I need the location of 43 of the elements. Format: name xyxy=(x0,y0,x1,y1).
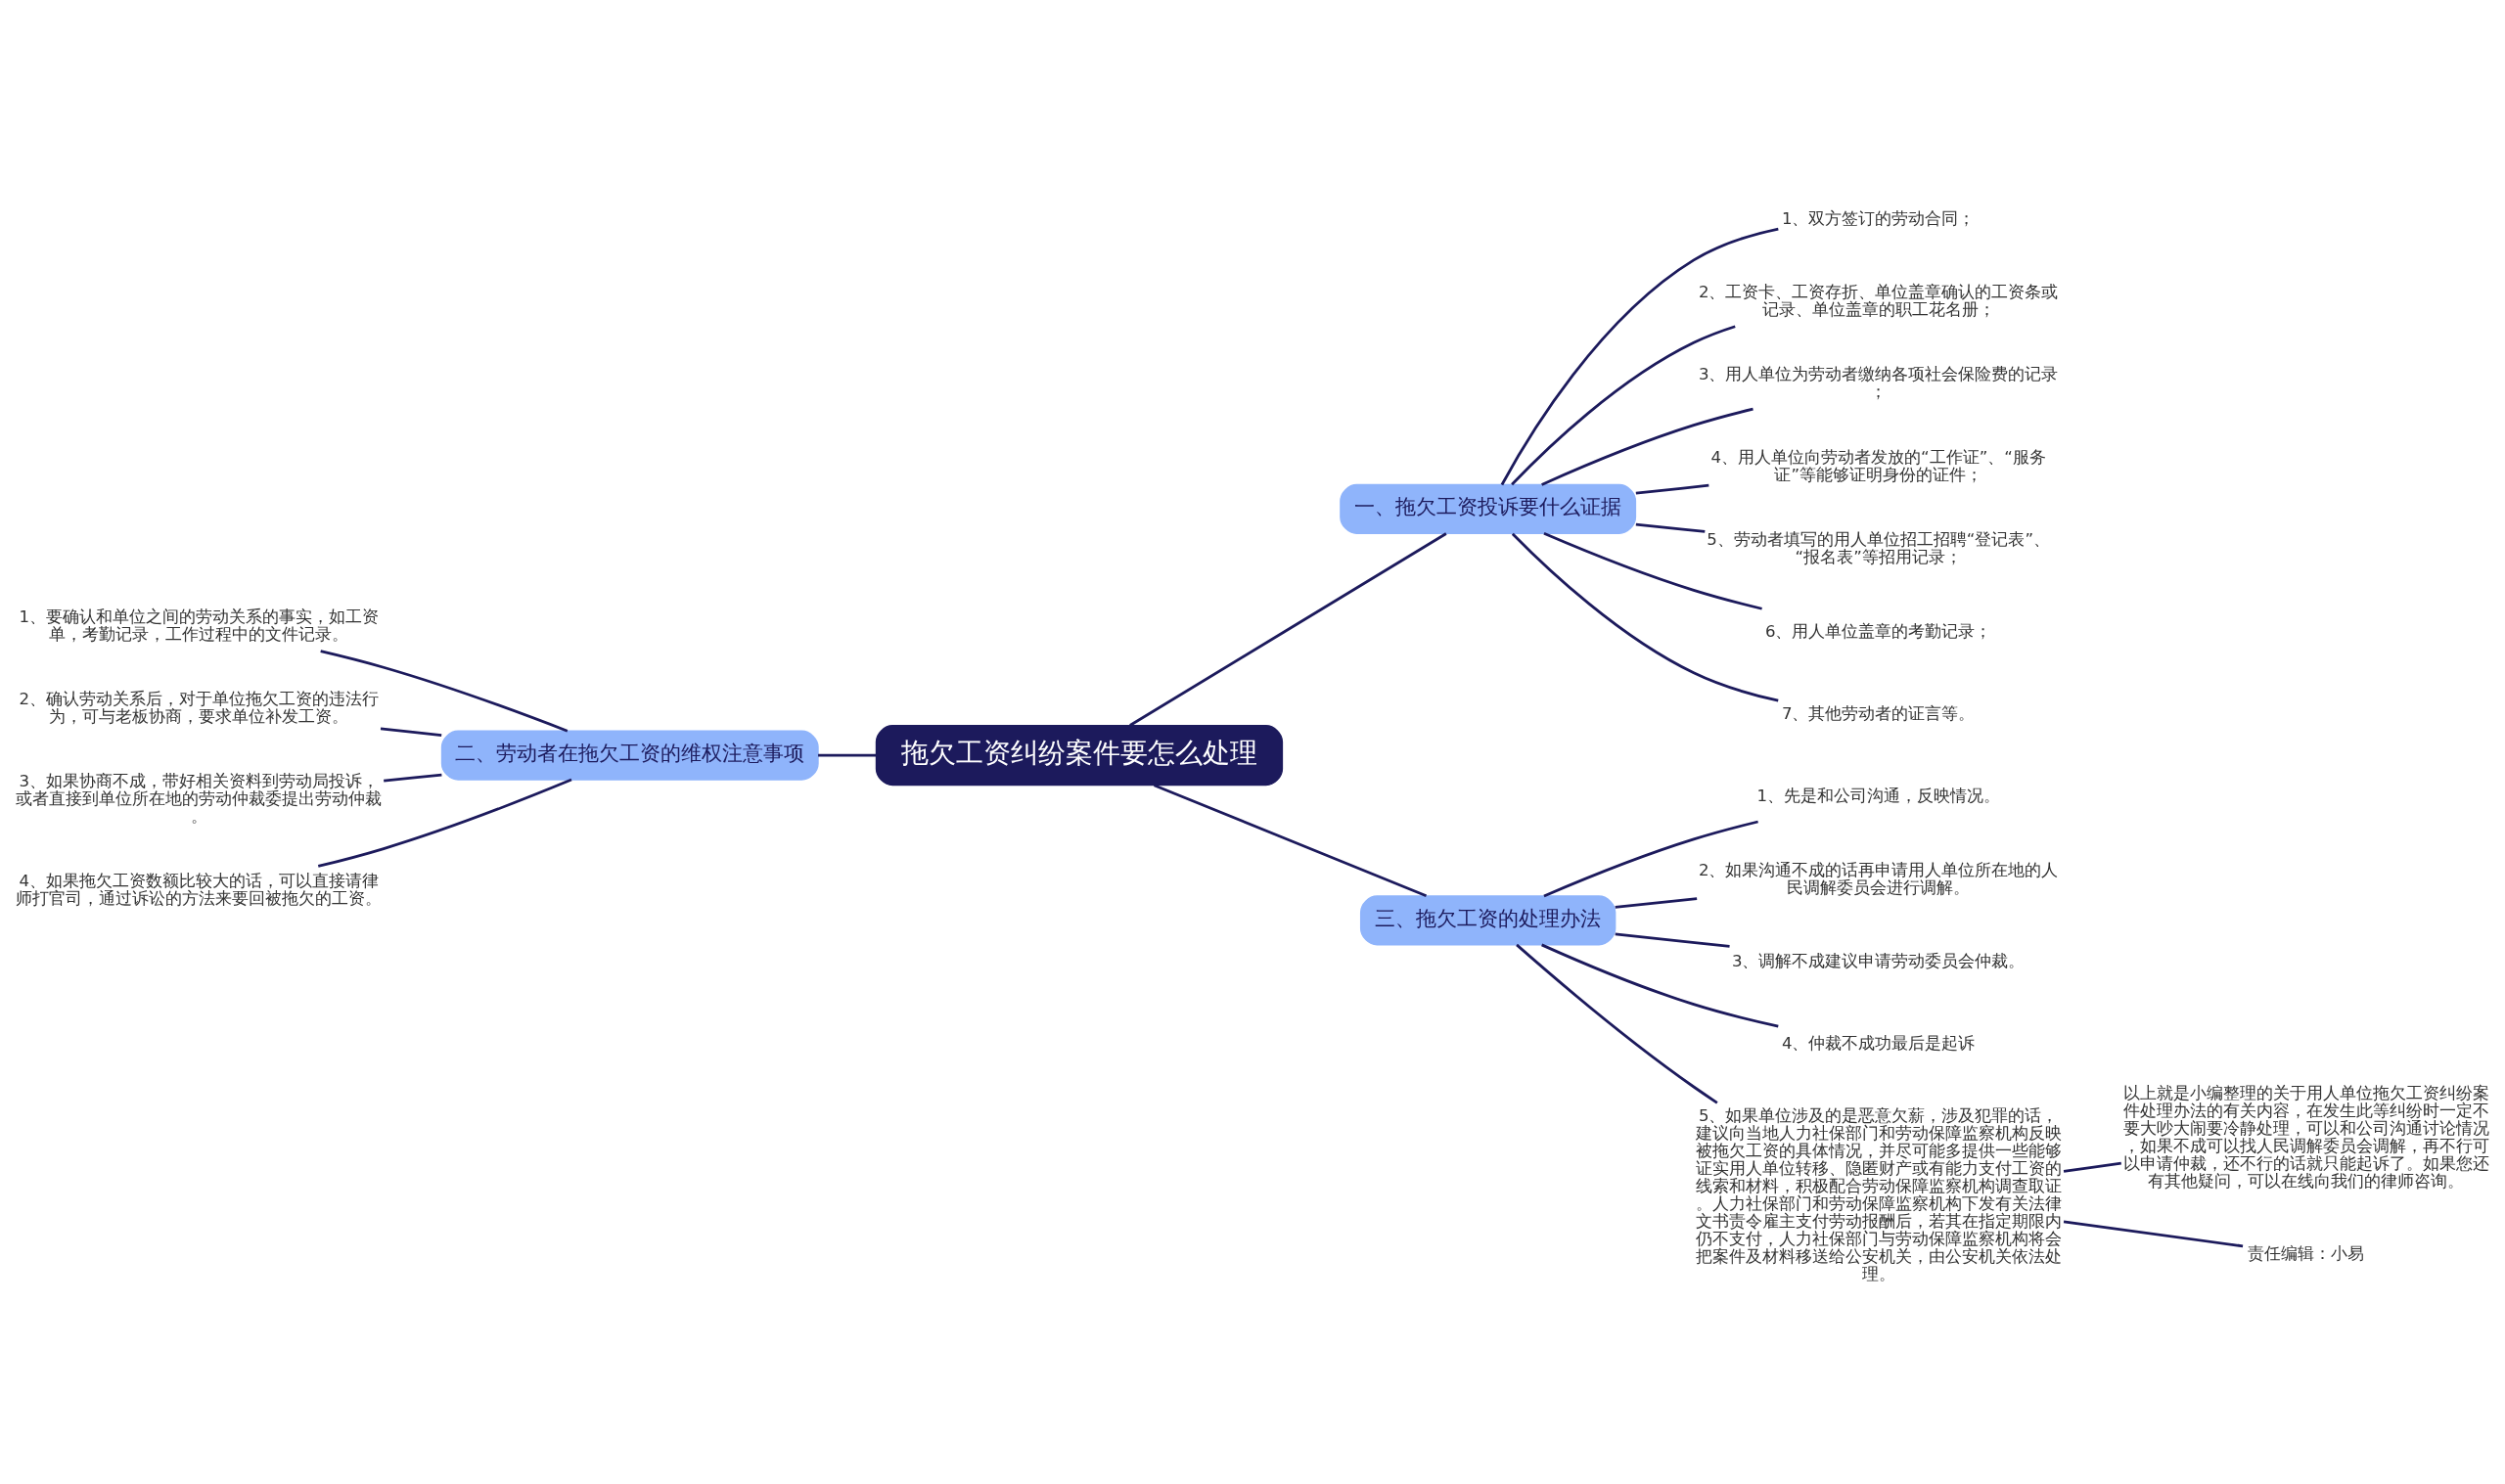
connector xyxy=(1541,943,1779,1027)
node-text: 3、如果协商不成，带好相关资料到劳动局投诉，或者直接到单位所在地的劳动仲裁委提出劳动仲裁。 xyxy=(16,771,383,826)
node-text: 5、劳动者填写的用人单位招工招聘“登记表”、“报名表”等招用记录； xyxy=(1707,529,2051,566)
node-text: 2、工资卡、工资存折、单位盖章确认的工资条或记录、单位盖章的职工花名册； xyxy=(1698,282,2059,319)
node-text: 6、用人单位盖章的考勤记录； xyxy=(1764,621,1992,641)
node-box: 二、劳动者在拖欠工资的维权注意事项 xyxy=(440,730,819,781)
node-box: 三、拖欠工资的处理办法 xyxy=(1359,894,1617,945)
node-box: 拖欠工资纠纷案件要怎么处理 xyxy=(875,724,1284,786)
connector xyxy=(1153,783,1428,897)
connector xyxy=(1129,531,1447,727)
node-text: 4、用人单位向劳动者发放的“工作证”、“服务证”等能够证明身份的证件； xyxy=(1710,447,2046,484)
connector xyxy=(1543,531,1762,610)
connector xyxy=(384,773,442,783)
node-box: 一、拖欠工资投诉要什么证据 xyxy=(1340,483,1637,534)
node-text: 4、仲裁不成功最后是起诉 xyxy=(1781,1033,1976,1053)
connector xyxy=(320,649,569,732)
node-text: 5、如果单位涉及的是恶意欠薪，涉及犯罪的话，建议向当地人力社保部门和劳动保障监察机构反映被拖欠工资的具体情况，并尽可能多提供一些能够证实用人单位转移、隐匿财产或有能力支付工资的线索和材料，积极配合劳动保障监察机构调查取证。人力社保部门和劳动保障监察机构下发有关法律文书责令雇主支付劳动报酬后，若其在指定期限内仍不支付，人力社保部门与劳动保障监察机构将会把案件及材料移送给公安机关，由公安机关依法处理。 xyxy=(1695,1105,2062,1283)
connector xyxy=(2063,1219,2244,1247)
connector xyxy=(1615,931,1730,948)
node-text: 1、要确认和单位之间的劳动关系的事实，如工资单，考勤记录，工作过程中的文件记录。 xyxy=(19,607,380,644)
node-text: 4、如果拖欠工资数额比较大的话，可以直接请律师打官司，通过诉讼的方法来要回被拖欠的工资。 xyxy=(16,871,383,908)
connector xyxy=(1615,896,1698,909)
node-text: 3、用人单位为劳动者缴纳各项社会保险费的记录； xyxy=(1698,364,2059,401)
connector xyxy=(1635,483,1709,495)
connector xyxy=(1543,820,1758,897)
node-text: 2、确认劳动关系后，对于单位拖欠工资的违法行为，可与老板协商，要求单位补发工资。 xyxy=(19,689,380,726)
connector xyxy=(1516,943,1718,1103)
connector xyxy=(1500,227,1779,485)
connector xyxy=(1511,532,1779,702)
connector xyxy=(380,727,442,737)
connector xyxy=(317,778,572,868)
node-text: 1、先是和公司沟通，反映情况。 xyxy=(1756,786,2000,805)
connector xyxy=(1511,324,1736,485)
node-text: 以上就是小编整理的关于用人单位拖欠工资纠纷案件处理办法的有关内容，在发生此等纠纷时一定不要大吵大闹要冷静处理，可以和公司沟通讨论情况，如果不成可以找人民调解委员会调解，再不行可以申请仲裁，还不行的话就只能起诉了。如果您还有其他疑问，可以在线向我们的律师咨询。 xyxy=(2122,1083,2489,1191)
connector xyxy=(2063,1161,2121,1173)
node-text: 7、其他劳动者的证言等。 xyxy=(1781,703,1976,723)
connector xyxy=(1541,407,1754,486)
node-text: 3、调解不成建议申请劳动委员会仲裁。 xyxy=(1731,951,2026,970)
node-text: 1、双方签订的劳动合同； xyxy=(1781,208,1976,228)
connector xyxy=(818,753,877,757)
connector xyxy=(1635,522,1706,533)
node-text: 责任编辑：小易 xyxy=(2248,1243,2365,1263)
node-text: 2、如果沟通不成的话再申请用人单位所在地的人民调解委员会进行调解。 xyxy=(1698,860,2059,897)
